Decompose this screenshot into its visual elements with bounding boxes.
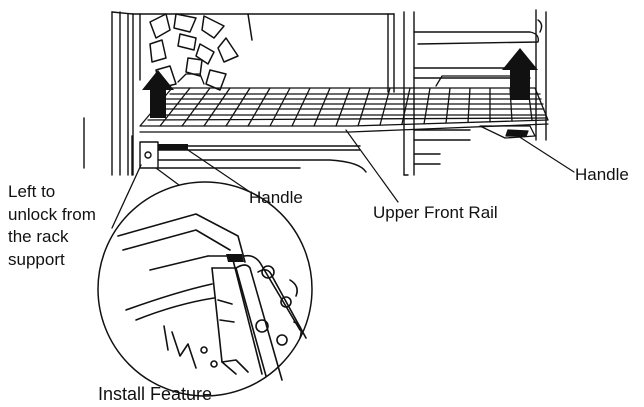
leader-lines xyxy=(181,129,575,203)
handle-right-label: Handle xyxy=(575,165,629,184)
install-feature-detail xyxy=(97,181,313,397)
upper-front-rail-label: Upper Front Rail xyxy=(373,203,498,222)
oven-back-wall xyxy=(132,13,395,93)
wire-oven-rack xyxy=(139,73,549,133)
install-feature-label: Install Feature xyxy=(98,384,213,404)
right-handle xyxy=(479,125,536,139)
left-rack-support xyxy=(131,135,367,176)
handle-left-label: Handle xyxy=(249,188,303,207)
left-unlock-instruction-label: Left to unlock from the rack support xyxy=(8,182,96,269)
up-arrow-icon xyxy=(502,48,538,100)
up-arrow-icon xyxy=(142,70,174,118)
oven-left-wall xyxy=(83,11,134,176)
fan-vent-cluster xyxy=(149,13,253,91)
left-handle xyxy=(158,144,188,150)
